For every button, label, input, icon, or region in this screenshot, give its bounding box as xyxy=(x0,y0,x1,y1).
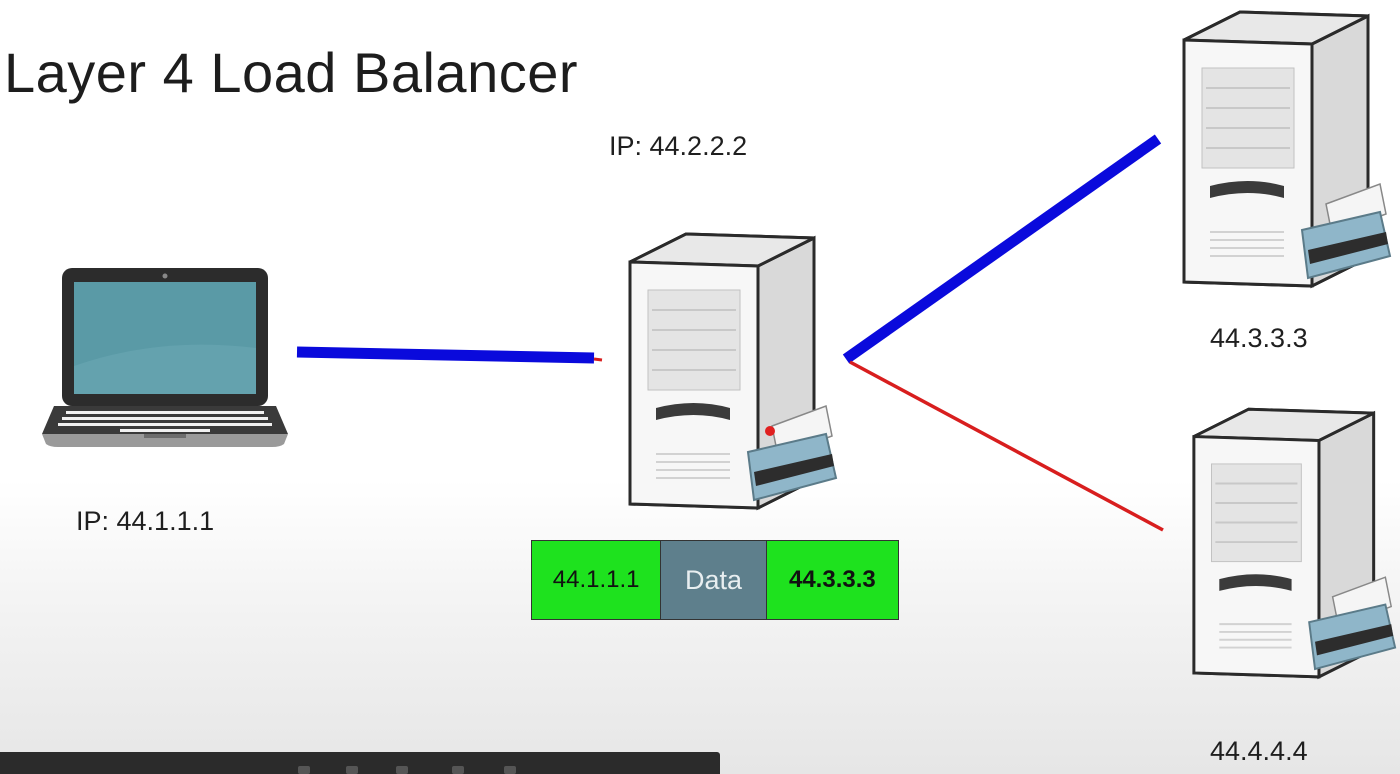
backend-server-2-icon xyxy=(1192,407,1397,680)
link-lb-to-server-2 xyxy=(849,360,1164,532)
packet-source-ip: 44.1.1.1 xyxy=(532,541,662,619)
backend-server-1-icon xyxy=(1182,10,1392,289)
client-ip-label: IP: 44.1.1.1 xyxy=(76,506,215,536)
control-icon[interactable] xyxy=(452,766,464,774)
control-icon[interactable] xyxy=(346,766,358,774)
link-lb-to-server-1 xyxy=(842,134,1162,364)
control-icon[interactable] xyxy=(396,766,408,774)
load-balancer-server-icon xyxy=(628,232,838,511)
client-laptop-icon xyxy=(42,268,288,447)
scanner-icon xyxy=(746,404,838,502)
slide-title: Layer 4 Load Balancer xyxy=(4,41,578,104)
status-dot xyxy=(765,426,775,436)
control-icon[interactable] xyxy=(298,766,310,774)
control-icon[interactable] xyxy=(504,766,516,774)
packet: 44.1.1.1 Data 44.3.3.3 xyxy=(531,540,899,620)
server-1-ip-label: 44.3.3.3 xyxy=(1210,323,1308,353)
video-control-bar xyxy=(0,752,720,774)
packet-destination-ip: 44.3.3.3 xyxy=(766,541,898,619)
scanner-icon xyxy=(1300,182,1392,280)
packet-data: Data xyxy=(661,541,767,619)
load-balancer-ip-label: IP: 44.2.2.2 xyxy=(609,131,748,161)
server-2-ip-label: 44.4.4.4 xyxy=(1210,736,1308,766)
link-stub-red xyxy=(593,357,603,362)
link-client-to-lb xyxy=(296,346,595,364)
scanner-icon xyxy=(1308,576,1397,671)
